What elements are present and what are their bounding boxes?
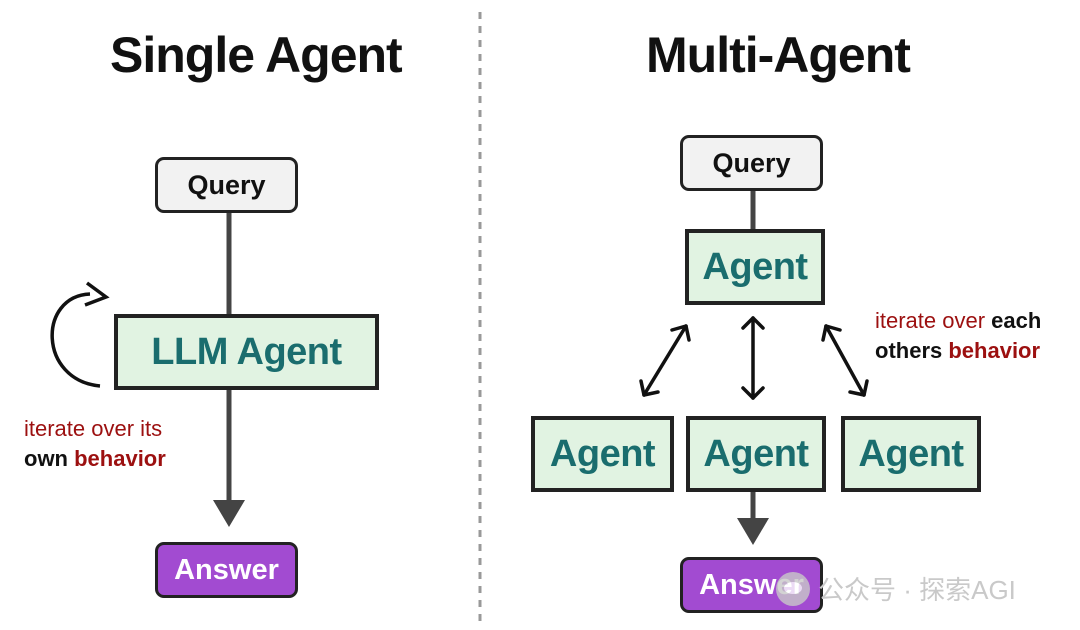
watermark: 公众号 · 探索AGI [776, 570, 1016, 607]
middle-bidirectional-arrow [741, 316, 765, 400]
multi-agent-top-box: Agent [685, 229, 825, 305]
right-bidirectional-arrow [821, 324, 869, 397]
wechat-icon [776, 571, 810, 606]
multi-agent-left-box: Agent [531, 416, 674, 492]
single-query-box: Query [155, 157, 298, 213]
multi-note-others: others [875, 338, 949, 363]
multi-note-line2: others behavior [875, 336, 1041, 366]
multi-agent-right-label: Agent [858, 432, 964, 475]
single-note-line2: own behavior [24, 444, 166, 474]
single-agent-title: Single Agent [110, 27, 403, 83]
single-llm-agent-label: LLM Agent [151, 330, 342, 373]
multi-agent-left-label: Agent [549, 432, 656, 475]
multi-note-behavior: behavior [948, 338, 1041, 363]
multi-agent-top-label: Agent [702, 245, 808, 288]
self-loop-arrow [50, 292, 101, 388]
single-query-label: Query [187, 169, 266, 200]
multi-answer-arrowhead [737, 518, 769, 545]
multi-iterate-note: iterate over each others behavior [875, 306, 1041, 366]
multi-agent-title: Multi-Agent [646, 27, 911, 83]
watermark-text: 公众号 · 探索AGI [818, 575, 1016, 605]
multi-agent-middle-label: Agent [703, 432, 809, 475]
multi-query-box: Query [680, 135, 823, 191]
single-note-behavior: behavior [74, 446, 166, 471]
multi-note-line1: iterate over each [875, 306, 1041, 336]
single-note-line1: iterate over its [24, 416, 163, 441]
self-loop-arrowhead [84, 281, 110, 307]
multi-agent-middle-box: Agent [686, 416, 826, 492]
multi-note-each: each [991, 308, 1042, 333]
single-note-own: own [24, 446, 75, 471]
multi-query-label: Query [712, 147, 791, 178]
single-llm-agent-box: LLM Agent [114, 314, 379, 390]
single-iterate-note: iterate over its own behavior [24, 414, 166, 474]
multi-agent-right-box: Agent [841, 416, 981, 492]
single-answer-arrowhead [213, 500, 245, 527]
multi-note-iterate-over: iterate over [875, 308, 992, 333]
single-answer-box: Answer [155, 542, 298, 598]
left-bidirectional-arrow [639, 324, 691, 397]
single-answer-label: Answer [174, 553, 279, 586]
